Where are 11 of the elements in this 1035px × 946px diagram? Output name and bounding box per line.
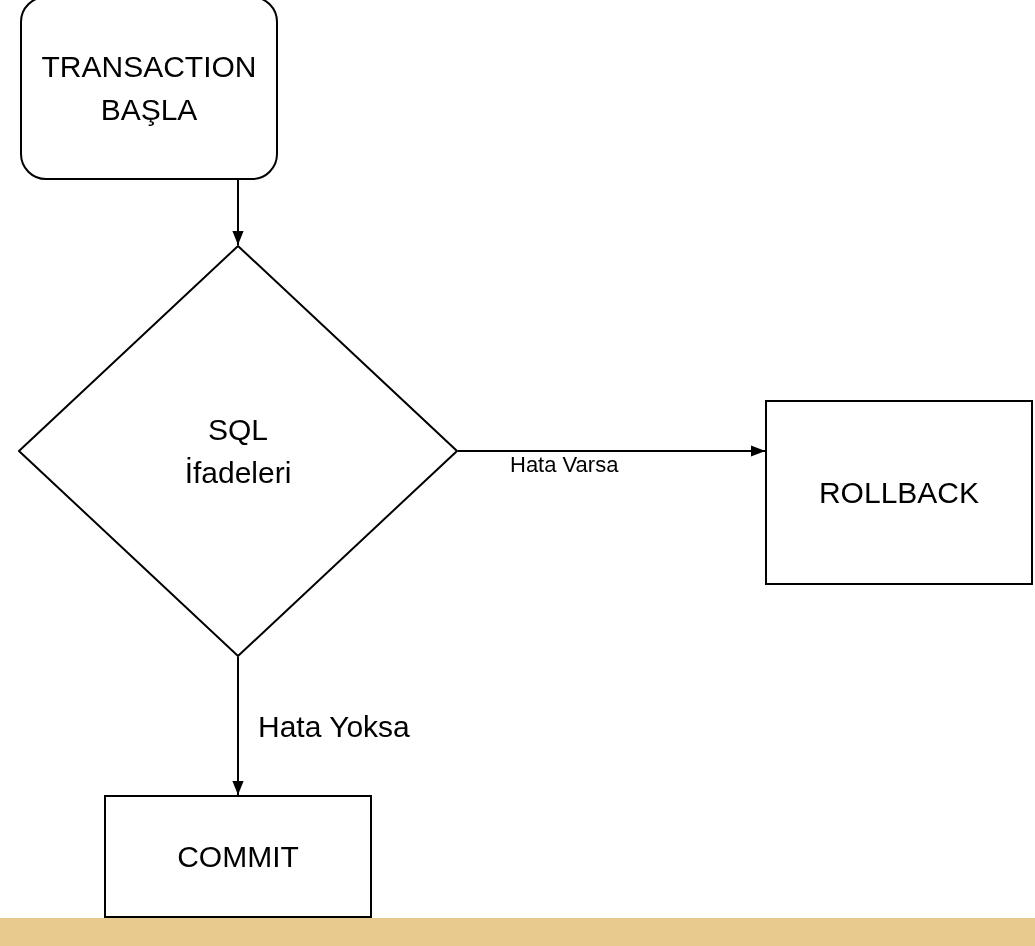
node-label: SQL İfadeleri	[183, 411, 293, 491]
node-label: TRANSACTION BAŞLA	[40, 48, 258, 128]
node-label: ROLLBACK	[817, 474, 981, 511]
decision-diamond	[18, 245, 458, 657]
start-box	[20, 0, 278, 180]
node-label: COMMIT	[176, 838, 300, 875]
arrow	[232, 179, 244, 246]
arrow	[457, 445, 766, 457]
process-box	[104, 795, 372, 918]
process-box	[765, 400, 1033, 585]
arrow	[232, 656, 244, 796]
